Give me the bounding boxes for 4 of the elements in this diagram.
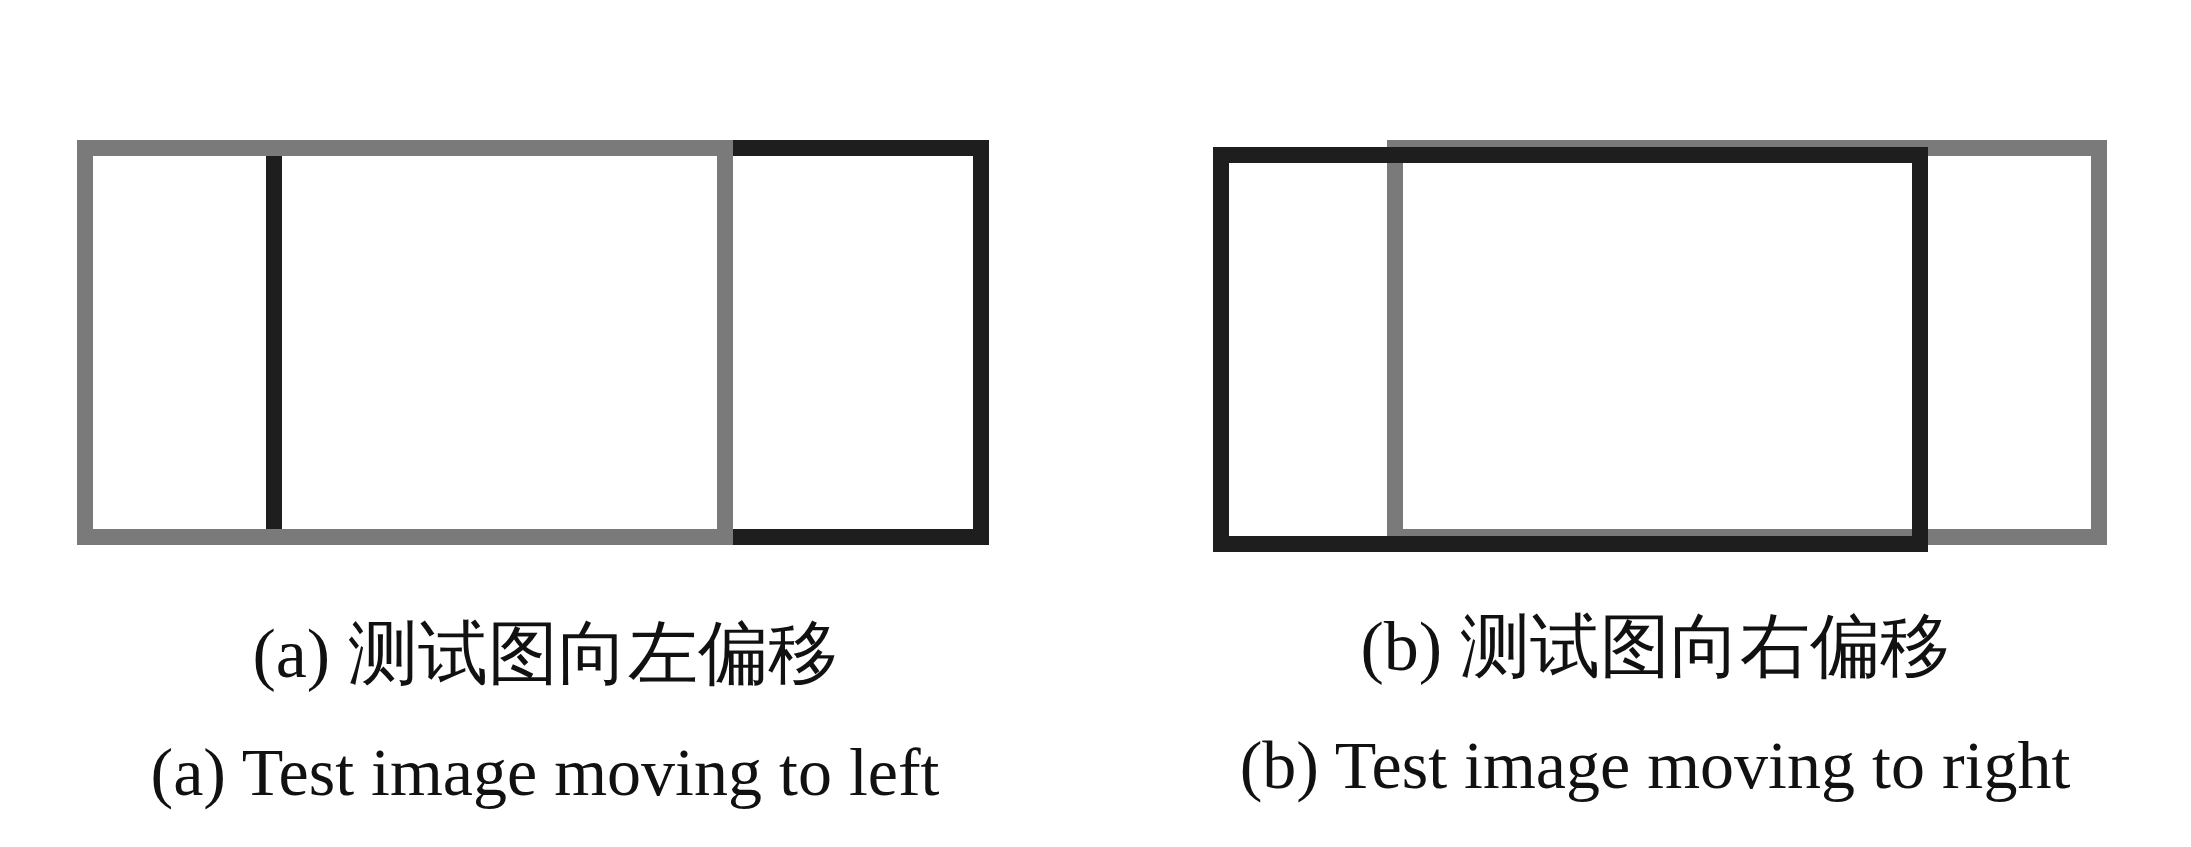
- caption-text: (a) Test image moving to left: [150, 735, 940, 810]
- caption-text: (a) 测试图向左偏移: [252, 615, 838, 692]
- caption-text: (b) Test image moving to right: [1239, 728, 2071, 803]
- caption-text: (b) 测试图向右偏移: [1360, 608, 1950, 685]
